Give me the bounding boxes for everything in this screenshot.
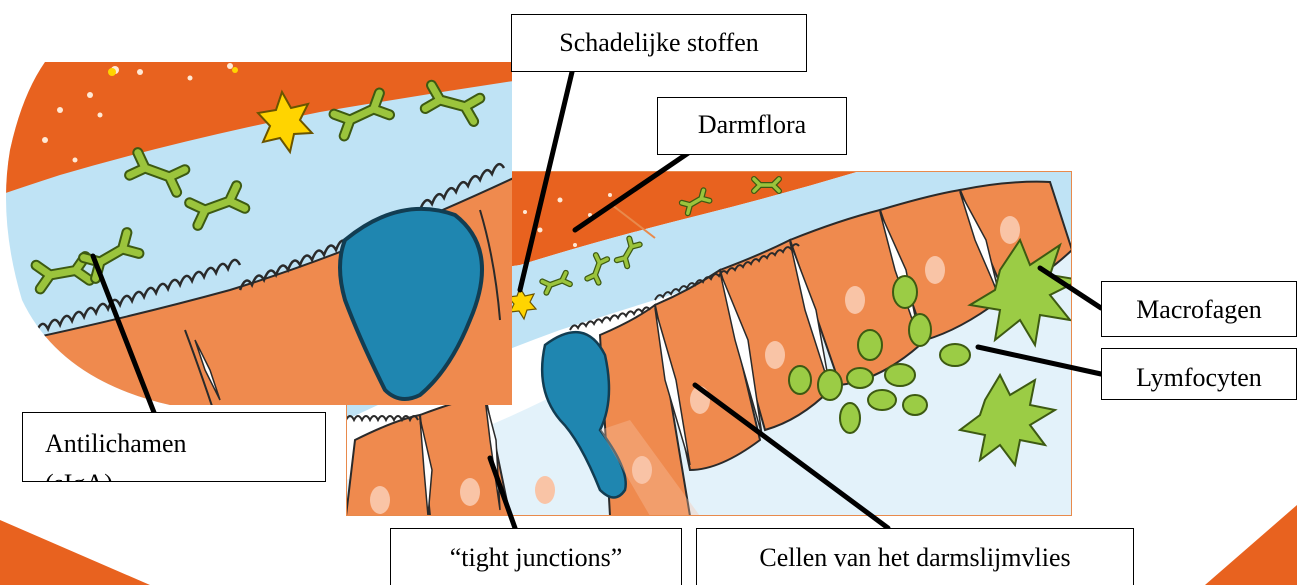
corner-decoration-left [0,520,150,585]
label-text: Antilichamen [45,429,187,459]
label-schadelijke-stoffen: Schadelijke stoffen [511,14,807,72]
label-macrofagen: Macrofagen [1101,281,1297,337]
label-text-cut: (sIgA) [45,469,113,482]
label-antilichamen: Antilichamen (sIgA) [22,412,326,482]
label-text: Darmflora [658,110,846,140]
label-text: Lymfocyten [1102,363,1296,393]
label-text: Schadelijke stoffen [512,28,806,58]
corner-decoration-right [1205,505,1297,585]
label-text: Cellen van het darmslijmvlies [697,543,1133,573]
label-tight-junctions: “tight junctions” [390,528,682,585]
zoomed-detail [0,55,520,415]
label-darmflora: Darmflora [657,97,847,155]
label-cellen-darmslijmvlies: Cellen van het darmslijmvlies [696,528,1134,585]
label-text: “tight junctions” [391,543,681,573]
label-text: Macrofagen [1102,295,1296,325]
label-lymfocyten: Lymfocyten [1101,348,1297,400]
